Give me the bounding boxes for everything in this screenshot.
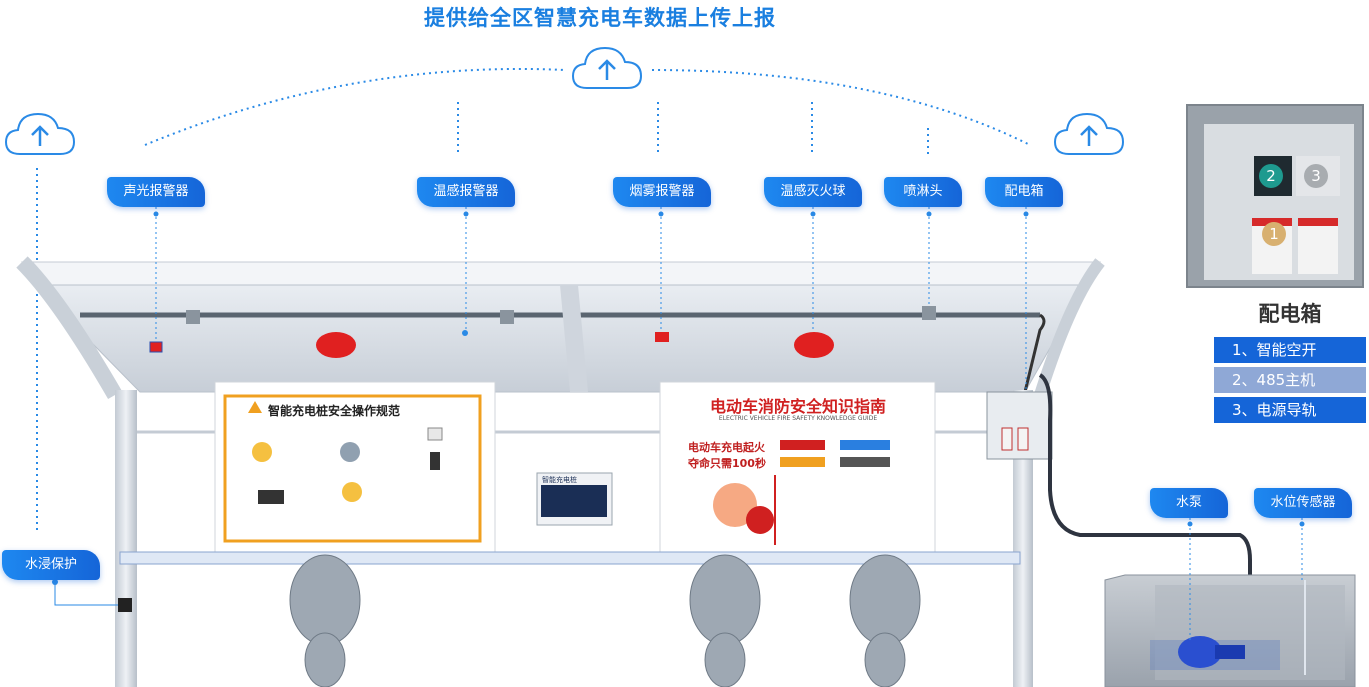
legend-row-1: 1、智能空开 bbox=[1214, 337, 1366, 363]
cloud-upload-icon bbox=[569, 42, 645, 92]
tag-sprinkler: 喷淋头 bbox=[884, 177, 962, 207]
dist-panel-title: 配电箱 bbox=[1258, 302, 1322, 326]
tag-distribution-box: 配电箱 bbox=[985, 177, 1063, 207]
cloud-upload-icon bbox=[1051, 108, 1127, 158]
charger-label: 智能充电桩 bbox=[542, 476, 577, 484]
board-right-subtitle: ELECTRIC VEHICLE FIRE SAFETY KNOWLEDGE G… bbox=[718, 415, 878, 422]
tag-sound-light-alarm: 声光报警器 bbox=[107, 177, 205, 207]
legend-row-2: 2、485主机 bbox=[1214, 367, 1366, 393]
page-title: 提供给全区智慧充电车数据上传上报 bbox=[424, 6, 776, 30]
cloud-upload-icon bbox=[2, 108, 78, 158]
distribution-box-photo: 2 3 1 bbox=[1186, 104, 1364, 288]
board-right-title: 电动车消防安全知识指南 bbox=[709, 397, 886, 416]
badge-1: 1 bbox=[1262, 222, 1286, 246]
board-left-title: 智能充电桩安全操作规范 bbox=[268, 404, 401, 418]
tag-water-level-sensor: 水位传感器 bbox=[1254, 488, 1352, 518]
tag-temp-fire-ball: 温感灭火球 bbox=[764, 177, 862, 207]
tag-water-immersion: 水浸保护 bbox=[2, 550, 100, 580]
tag-smoke-alarm: 烟雾报警器 bbox=[613, 177, 711, 207]
tag-temp-alarm: 温感报警器 bbox=[417, 177, 515, 207]
badge-3: 3 bbox=[1304, 164, 1328, 188]
board-right-slogan-2: 夺命只需100秒 bbox=[688, 457, 766, 470]
legend-row-3: 3、电源导轨 bbox=[1214, 397, 1366, 423]
board-right-slogan-1: 电动车充电起火 bbox=[688, 441, 765, 454]
badge-2: 2 bbox=[1259, 164, 1283, 188]
tag-water-pump: 水泵 bbox=[1150, 488, 1228, 518]
